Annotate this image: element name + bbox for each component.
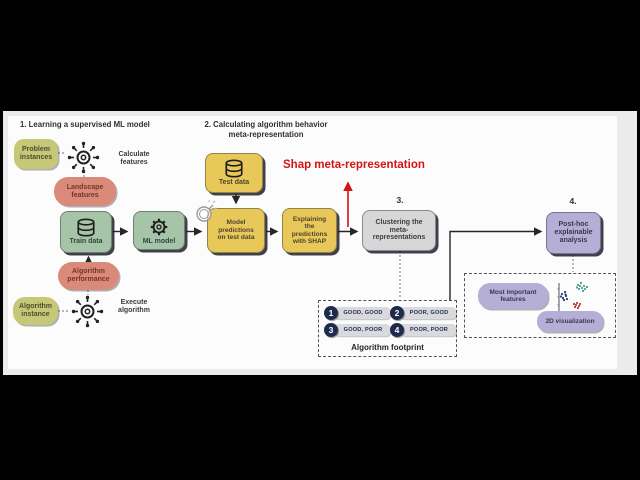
database-icon xyxy=(225,159,243,178)
footprint-item: 2 POOR, GOOD xyxy=(390,306,456,320)
calculate-features-label: Calculate features xyxy=(118,151,150,167)
footprint-number-badge: 4 xyxy=(390,323,404,337)
ml-model-node: ML model xyxy=(133,211,185,250)
section3-number: 3. xyxy=(396,195,404,205)
ml-gear-icon xyxy=(150,218,168,235)
landscape-features-node: Landscape features xyxy=(54,177,116,206)
explaining-shap-node: Explaining the predictions with SHAP xyxy=(282,208,337,253)
footprint-item-label: GOOD, POOR xyxy=(334,324,390,336)
footprint-item-label: GOOD, GOOD xyxy=(334,307,390,319)
test-data-node: Test data xyxy=(205,153,263,193)
footprint-number-badge: 1 xyxy=(324,306,338,320)
train-data-label: Train data xyxy=(69,238,103,246)
footprint-item: 1 GOOD, GOOD xyxy=(324,306,390,320)
model-predictions-node: Model predictions on test data xyxy=(207,208,265,253)
algorithm-footprint-title: Algorithm footprint xyxy=(351,343,424,352)
problem-instances-node: Problem instances xyxy=(14,139,58,169)
post-hoc-node: Post-hoc explainable analysis xyxy=(546,212,601,254)
section1-title: 1. Learning a supervised ML model xyxy=(20,120,150,129)
test-data-label: Test data xyxy=(218,179,250,187)
train-data-node: Train data xyxy=(60,211,112,253)
most-important-features-node: Most important features xyxy=(478,283,548,309)
database-icon xyxy=(77,218,95,237)
section2-title: 2. Calculating algorithm behavior meta-r… xyxy=(204,120,328,140)
clustering-node: Clustering the meta- representations xyxy=(362,210,436,251)
footprint-item-label: POOR, POOR xyxy=(400,324,456,336)
footprint-number-badge: 2 xyxy=(390,306,404,320)
algorithm-footprint-box: 1 GOOD, GOOD 2 POOR, GOOD 3 GOOD, POOR 4… xyxy=(318,300,457,357)
execute-algorithm-label: Execute algorithm xyxy=(118,299,150,315)
posthoc-output-box: Most important features xyxy=(464,273,616,338)
footprint-item-label: POOR, GOOD xyxy=(400,307,456,319)
2d-visualization-node: 2D visualization xyxy=(537,311,603,332)
algorithm-performance-node: Algorithm performance xyxy=(58,262,119,290)
shap-meta-representation-label: Shap meta-representation xyxy=(283,159,425,171)
ml-model-label: ML model xyxy=(142,237,176,245)
footprint-number-badge: 3 xyxy=(324,323,338,337)
footprint-item: 3 GOOD, POOR xyxy=(324,323,390,337)
footprint-item: 4 POOR, POOR xyxy=(390,323,456,337)
algorithm-instance-node: Algorithm instance xyxy=(13,297,58,325)
section4-number: 4. xyxy=(569,196,577,206)
